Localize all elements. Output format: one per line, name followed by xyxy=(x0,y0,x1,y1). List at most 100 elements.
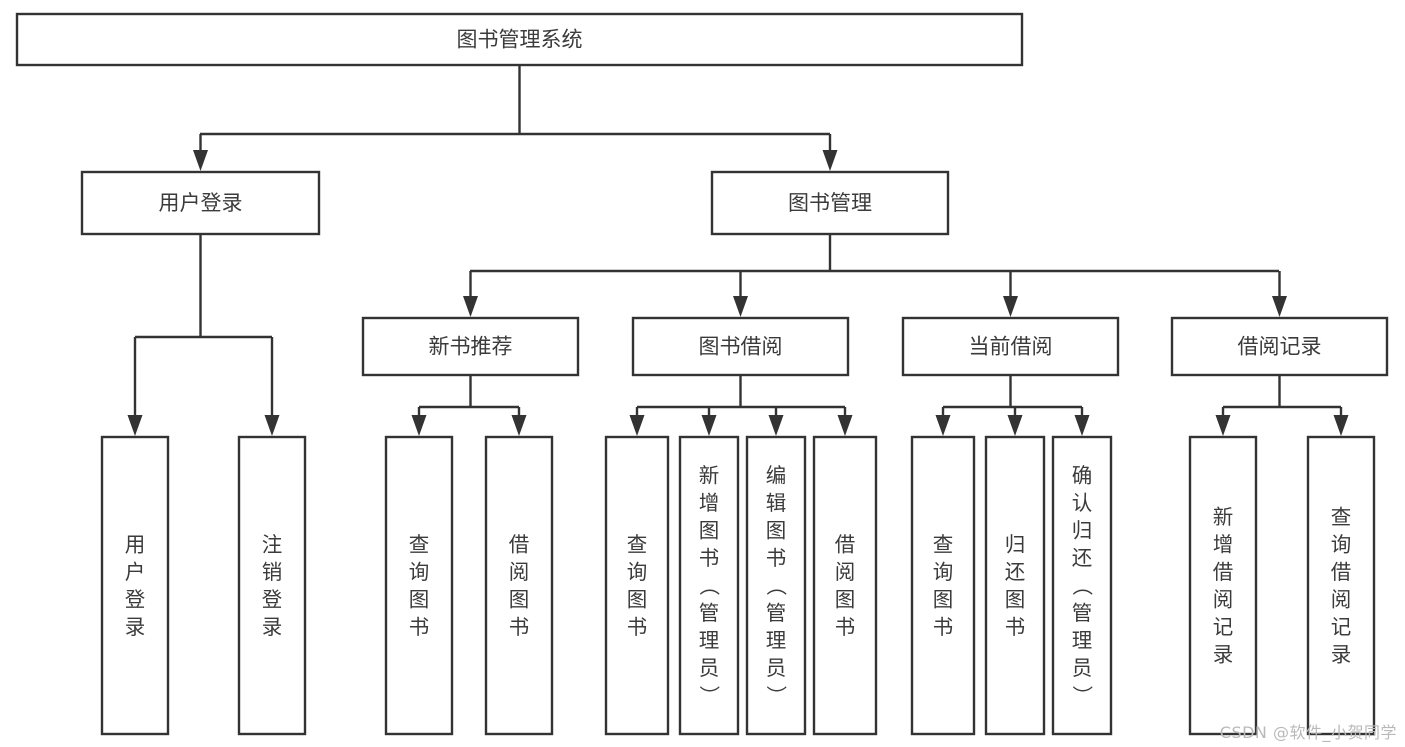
node-box[interactable] xyxy=(910,435,976,736)
node-label-char: 编 xyxy=(766,464,787,488)
node-label-char: 图 xyxy=(509,587,530,611)
node-label-char: 管 xyxy=(699,601,720,625)
node-label-char: 录 xyxy=(262,615,283,639)
arrow-head-icon xyxy=(1333,415,1349,436)
node-label-char: 阅 xyxy=(509,560,530,584)
node-label-char: 登 xyxy=(125,587,146,611)
node-label: 图书管理系统 xyxy=(457,28,583,52)
node-new-book-rec[interactable]: 新书推荐 xyxy=(361,316,580,377)
node-leaf-query-record[interactable]: 查询借阅记录查询借阅记录 xyxy=(1306,435,1376,736)
node-label-char: 借 xyxy=(1213,560,1234,584)
node-label-char: 询 xyxy=(1331,532,1352,556)
node-label-char: 新 xyxy=(1213,505,1234,529)
arrow-head-icon xyxy=(935,415,951,436)
node-label-char: 理 xyxy=(699,629,720,653)
node-label: 用户登录 xyxy=(159,191,243,215)
node-label-char: 辑 xyxy=(766,491,787,515)
node-leaf-query-book-2[interactable]: 查询图书查询图书 xyxy=(604,435,670,736)
arrow-head-icon xyxy=(822,150,838,171)
node-box[interactable] xyxy=(1306,435,1376,736)
node-leaf-borrow-book-1[interactable]: 借阅图书借阅图书 xyxy=(484,435,554,736)
node-box[interactable] xyxy=(15,12,1024,67)
node-label-char: 图 xyxy=(1005,587,1026,611)
node-box[interactable] xyxy=(80,170,321,236)
node-label-char: （ xyxy=(1070,575,1094,596)
node-box[interactable] xyxy=(984,435,1046,736)
node-box[interactable] xyxy=(631,316,850,377)
node-label-char: 注 xyxy=(262,532,283,556)
node-box[interactable] xyxy=(100,435,170,736)
node-leaf-return-book[interactable]: 归还图书归还图书 xyxy=(984,435,1046,736)
connectors-layer xyxy=(127,65,1349,436)
node-label-char: 书 xyxy=(409,615,430,639)
node-box[interactable] xyxy=(1188,435,1258,736)
node-label-char: 用 xyxy=(125,532,146,556)
node-label-char: 查 xyxy=(409,532,430,556)
node-label-char: 还 xyxy=(1005,560,1026,584)
node-label-char: ） xyxy=(697,685,721,706)
node-label-char: 书 xyxy=(933,615,954,639)
node-label-char: 借 xyxy=(835,532,856,556)
node-leaf-query-book-3[interactable]: 查询图书查询图书 xyxy=(910,435,976,736)
connector-group-bus-borrow-record xyxy=(1215,375,1349,436)
node-leaf-user-login[interactable]: 用户登录用户登录 xyxy=(100,435,170,736)
node-label-char: ） xyxy=(764,685,788,706)
node-label-char: 增 xyxy=(699,491,720,515)
node-label-char: 书 xyxy=(835,615,856,639)
node-leaf-query-book-1[interactable]: 查询图书查询图书 xyxy=(384,435,454,736)
node-leaf-logout[interactable]: 注销登录注销登录 xyxy=(237,435,307,736)
node-label-char: 查 xyxy=(933,532,954,556)
arrow-head-icon xyxy=(411,415,427,436)
node-box[interactable] xyxy=(901,316,1120,377)
node-label-char: 图 xyxy=(933,587,954,611)
node-root[interactable]: 图书管理系统 xyxy=(15,12,1024,67)
arrow-head-icon xyxy=(837,415,853,436)
node-box[interactable] xyxy=(745,435,807,736)
node-box[interactable] xyxy=(484,435,554,736)
node-user-login[interactable]: 用户登录 xyxy=(80,170,321,236)
node-borrow-record[interactable]: 借阅记录 xyxy=(1170,316,1389,377)
node-label-char: 阅 xyxy=(1331,587,1352,611)
node-box[interactable] xyxy=(1051,435,1113,736)
node-box[interactable] xyxy=(678,435,740,736)
node-label-char: ） xyxy=(1070,685,1094,706)
node-label-char: 理 xyxy=(1072,629,1093,653)
node-label-char: 图 xyxy=(766,519,787,543)
node-label-char: 登 xyxy=(262,587,283,611)
node-box[interactable] xyxy=(710,170,950,236)
node-label-char: 图 xyxy=(409,587,430,611)
node-label-char: 录 xyxy=(1213,642,1234,666)
node-leaf-borrow-book-2[interactable]: 借阅图书借阅图书 xyxy=(812,435,878,736)
arrow-head-icon xyxy=(264,415,280,436)
node-label-char: 书 xyxy=(699,546,720,570)
node-label-char: 阅 xyxy=(835,560,856,584)
node-book-borrow[interactable]: 图书借阅 xyxy=(631,316,850,377)
node-label-char: 管 xyxy=(1072,601,1093,625)
node-label-char: 借 xyxy=(1331,560,1352,584)
node-label-char: 记 xyxy=(1331,615,1352,639)
node-current-borrow[interactable]: 当前借阅 xyxy=(901,316,1120,377)
node-label-char: 书 xyxy=(627,615,648,639)
connector-group-bus-root xyxy=(193,65,838,171)
arrow-head-icon xyxy=(733,296,748,317)
node-book-manage[interactable]: 图书管理 xyxy=(710,170,950,236)
node-box[interactable] xyxy=(361,316,580,377)
node-box[interactable] xyxy=(604,435,670,736)
node-label-char: 借 xyxy=(509,532,530,556)
node-label-char: 询 xyxy=(933,560,954,584)
node-box[interactable] xyxy=(237,435,307,736)
node-box[interactable] xyxy=(812,435,878,736)
node-label-char: （ xyxy=(697,575,721,596)
arrow-head-icon xyxy=(701,415,717,436)
node-label-char: 图 xyxy=(699,519,720,543)
connector-group-bus-user-login xyxy=(127,234,280,436)
node-box[interactable] xyxy=(384,435,454,736)
connector-group-bus-book-borrow xyxy=(629,375,853,436)
node-label-char: 新 xyxy=(699,464,720,488)
node-leaf-add-record[interactable]: 新增借阅记录新增借阅记录 xyxy=(1188,435,1258,736)
node-box[interactable] xyxy=(1170,316,1389,377)
